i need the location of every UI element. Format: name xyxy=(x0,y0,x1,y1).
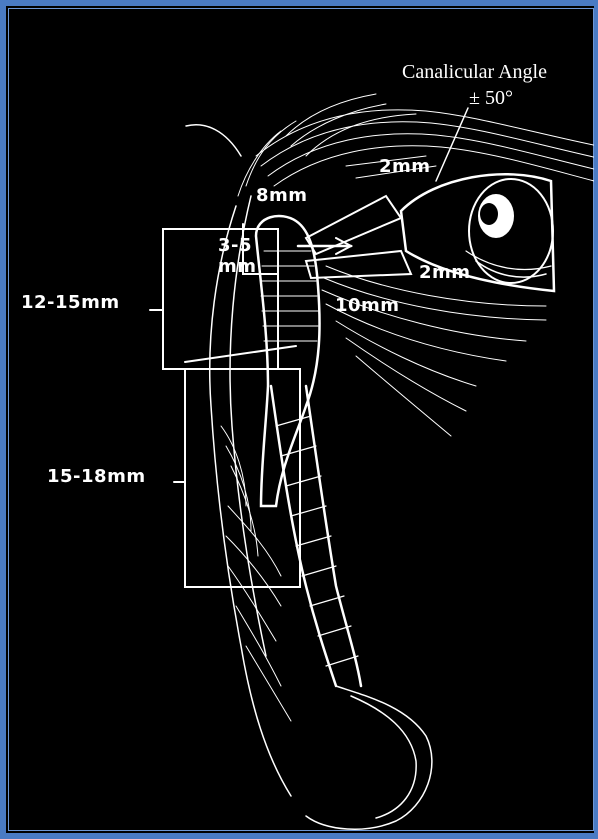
sac-body-label: 12-15mm xyxy=(21,294,120,312)
lacrimal-sac xyxy=(256,216,320,506)
nasal-wall-outline xyxy=(186,125,432,829)
sac-fundus-label-line1: 3-5 xyxy=(218,237,252,255)
angle-pointer-line xyxy=(436,108,468,181)
lower-canaliculus-label: 2mm xyxy=(419,264,471,282)
common-canaliculus-label: 8mm xyxy=(256,187,308,205)
angle-value-label: ± 50° xyxy=(469,88,513,108)
lower-lid-hatching xyxy=(322,266,546,436)
sac-duct-divider xyxy=(185,346,296,362)
lacrimal-anatomy-drawing xyxy=(6,6,598,839)
horizontal-canaliculus-label: 10mm xyxy=(335,297,400,315)
eyebrow-hatching xyxy=(238,94,598,196)
canalicular-angle-label: Canalicular Angle xyxy=(402,62,547,82)
sac-fundus-label-line2: mm xyxy=(218,258,257,276)
turbinate-hatching xyxy=(221,426,291,721)
nasolacrimal-duct-label: 15-18mm xyxy=(47,468,146,486)
upper-canaliculus-label: 2mm xyxy=(379,158,431,176)
nasolacrimal-duct xyxy=(271,386,361,686)
